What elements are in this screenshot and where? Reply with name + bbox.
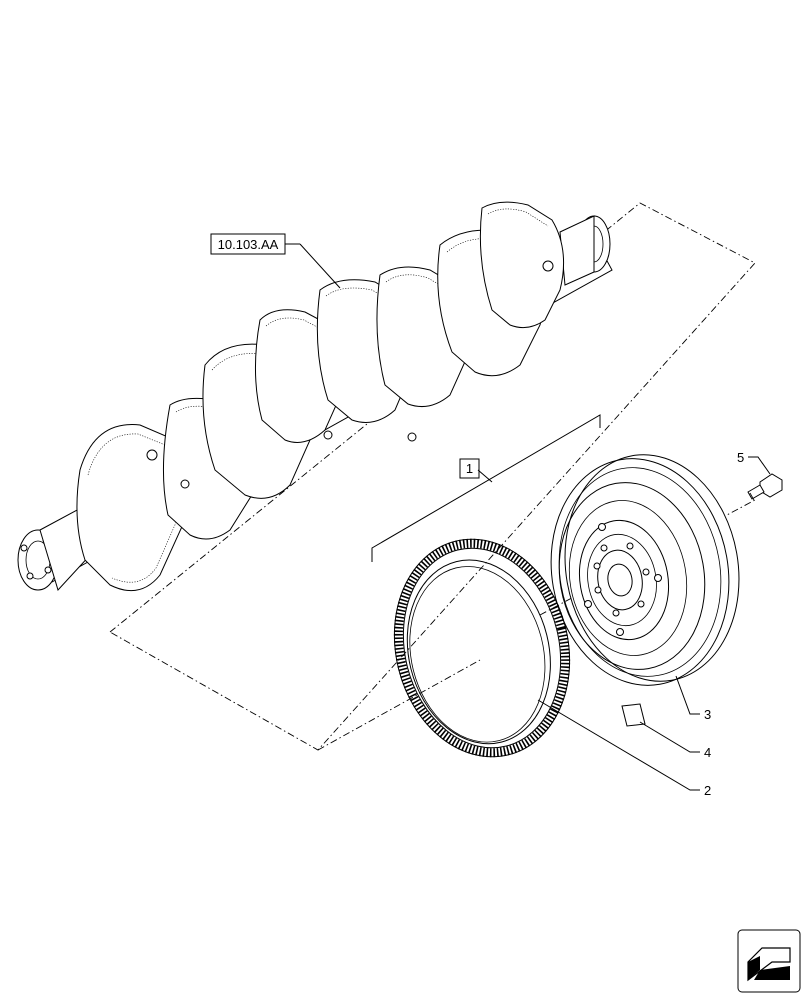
- kit-number-label: 1: [466, 461, 473, 476]
- bolt: [747, 473, 783, 501]
- ring-gear: [393, 538, 571, 758]
- decal-number-label: 4: [704, 745, 711, 760]
- kit-bracket: [371, 414, 601, 562]
- crankshaft-reference-callout[interactable]: 10.103.AA: [210, 233, 341, 289]
- crankshaft: [17, 201, 613, 592]
- flywheel: [550, 454, 740, 686]
- crank-web-8: [479, 201, 565, 329]
- kit-callout[interactable]: 1: [459, 458, 480, 479]
- bolt-number-label: 5: [737, 450, 744, 465]
- ring-gear-number-label: 2: [704, 783, 711, 798]
- direction-arrow-icon[interactable]: [737, 929, 801, 993]
- crankshaft-reference-label: 10.103.AA: [218, 237, 279, 252]
- decal: [621, 703, 646, 727]
- callout-leaders: [537, 456, 771, 791]
- flywheel-number-label: 3: [704, 707, 711, 722]
